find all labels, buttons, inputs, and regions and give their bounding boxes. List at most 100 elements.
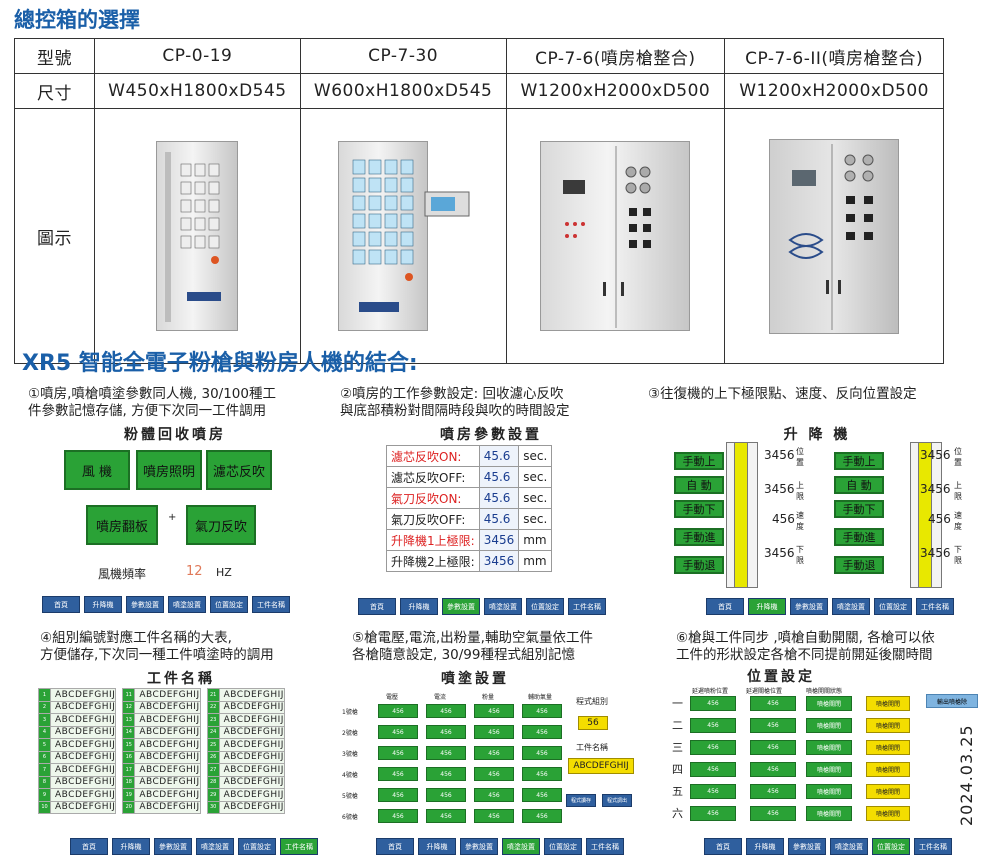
position-value-cell[interactable]: 456 — [690, 718, 736, 733]
spray-value-cell[interactable]: 456 — [378, 704, 418, 718]
nav-params[interactable]: 參數設置 — [154, 838, 192, 855]
nav-position[interactable]: 位置設定 — [872, 838, 910, 855]
booth-light-button[interactable]: 噴房照明 — [136, 450, 202, 490]
nav-spray[interactable]: 噴塗設置 — [484, 598, 522, 615]
nav-spray[interactable]: 噴塗設置 — [832, 598, 870, 615]
gun-status-cell[interactable]: 噴槍關閉 — [806, 784, 852, 799]
workpiece-name-cell[interactable]: ABCDEFGHIJ — [49, 800, 117, 814]
nav-spray[interactable]: 噴塗設置 — [830, 838, 868, 855]
workpiece-name-cell[interactable]: ABCDEFGHIJ — [218, 788, 285, 802]
workpiece-name-cell[interactable]: ABCDEFGHIJ — [49, 725, 117, 739]
workpiece-name-cell[interactable]: ABCDEFGHIJ — [134, 800, 201, 814]
nav-params[interactable]: 參數設置 — [442, 598, 480, 615]
workpiece-name-cell[interactable]: ABCDEFGHIJ — [134, 788, 201, 802]
workpiece-name-cell[interactable]: ABCDEFGHIJ — [49, 700, 117, 714]
manual-back-button[interactable]: 手動退 — [674, 556, 724, 574]
gun-status-cell[interactable]: 噴槍關閉 — [806, 718, 852, 733]
spray-value-cell[interactable]: 456 — [378, 767, 418, 781]
spray-value-cell[interactable]: 456 — [378, 788, 418, 802]
position-value-cell[interactable]: 456 — [690, 696, 736, 711]
nav-home[interactable]: 首頁 — [704, 838, 742, 855]
manual-down-button[interactable]: 手動下 — [674, 500, 724, 518]
fan-freq-value[interactable]: 12 — [186, 564, 203, 579]
nav-workpiece[interactable]: 工件名稱 — [280, 838, 318, 855]
workpiece-name-cell[interactable]: ABCDEFGHIJ — [134, 763, 201, 777]
gun-toggle-cell[interactable]: 噴槍開閉 — [866, 762, 910, 777]
nav-workpiece[interactable]: 工件名稱 — [252, 596, 290, 613]
manual-up-button[interactable]: 手動上 — [834, 452, 884, 470]
manual-forward-button[interactable]: 手動進 — [674, 528, 724, 546]
spray-value-cell[interactable]: 456 — [474, 746, 514, 760]
spray-value-cell[interactable]: 456 — [474, 788, 514, 802]
nav-position[interactable]: 位置設定 — [544, 838, 582, 855]
nav-lift[interactable]: 升降機 — [748, 598, 786, 615]
nav-spray[interactable]: 噴塗設置 — [502, 838, 540, 855]
param-value[interactable]: 45.6 — [478, 487, 520, 509]
param-value[interactable]: 45.6 — [478, 508, 520, 530]
nav-home[interactable]: 首頁 — [70, 838, 108, 855]
nav-lift[interactable]: 升降機 — [84, 596, 122, 613]
workpiece-name-cell[interactable]: ABCDEFGHIJ — [218, 700, 285, 714]
workpiece-name-cell[interactable]: ABCDEFGHIJ — [49, 788, 117, 802]
position-value-cell[interactable]: 456 — [690, 806, 736, 821]
program-save-button[interactable]: 程式讀存 — [566, 794, 596, 807]
param-value[interactable]: 3456 — [478, 529, 520, 551]
nav-lift[interactable]: 升降機 — [112, 838, 150, 855]
spray-value-cell[interactable]: 456 — [474, 725, 514, 739]
spray-value-cell[interactable]: 456 — [474, 809, 514, 823]
position-value-cell[interactable]: 456 — [750, 784, 796, 799]
nav-position[interactable]: 位置設定 — [526, 598, 564, 615]
workpiece-name-cell[interactable]: ABCDEFGHIJ — [134, 725, 201, 739]
nav-params[interactable]: 參數設置 — [126, 596, 164, 613]
lift-position-value[interactable]: 3456 — [764, 448, 795, 462]
filter-blowback-button[interactable]: 濾芯反吹 — [206, 450, 272, 490]
position-value-cell[interactable]: 456 — [690, 740, 736, 755]
manual-forward-button[interactable]: 手動進 — [834, 528, 884, 546]
workpiece-name-cell[interactable]: ABCDEFGHIJ — [134, 750, 201, 764]
manual-down-button[interactable]: 手動下 — [834, 500, 884, 518]
spray-value-cell[interactable]: 456 — [426, 746, 466, 760]
nav-lift[interactable]: 升降機 — [746, 838, 784, 855]
program-value[interactable]: 56 — [578, 716, 608, 730]
workpiece-name-cell[interactable]: ABCDEFGHIJ — [218, 763, 285, 777]
workpiece-name-cell[interactable]: ABCDEFGHIJ — [134, 713, 201, 727]
param-value[interactable]: 3456 — [478, 550, 520, 572]
workpiece-name-cell[interactable]: ABCDEFGHIJ — [134, 700, 201, 714]
lift-upper-value[interactable]: 3456 — [920, 482, 951, 496]
output-button[interactable]: 輸出噴槍除 — [926, 694, 978, 708]
workpiece-name-cell[interactable]: ABCDEFGHIJ — [218, 800, 285, 814]
spray-value-cell[interactable]: 456 — [378, 725, 418, 739]
workpiece-name-cell[interactable]: ABCDEFGHIJ — [49, 688, 117, 702]
lift-lower-value[interactable]: 3456 — [764, 546, 795, 560]
workpiece-name-cell[interactable]: ABCDEFGHIJ — [218, 738, 285, 752]
lift-speed-value[interactable]: 456 — [772, 512, 795, 526]
workpiece-name-cell[interactable]: ABCDEFGHIJ — [218, 688, 285, 702]
nav-home[interactable]: 首頁 — [42, 596, 80, 613]
position-value-cell[interactable]: 456 — [690, 784, 736, 799]
spray-value-cell[interactable]: 456 — [426, 767, 466, 781]
lift-position-value[interactable]: 3456 — [920, 448, 951, 462]
spray-value-cell[interactable]: 456 — [522, 809, 562, 823]
workpiece-name-cell[interactable]: ABCDEFGHIJ — [134, 775, 201, 789]
gun-status-cell[interactable]: 噴槍關閉 — [806, 740, 852, 755]
workpiece-name-cell[interactable]: ABCDEFGHIJ — [134, 688, 201, 702]
position-value-cell[interactable]: 456 — [750, 740, 796, 755]
spray-value-cell[interactable]: 456 — [378, 746, 418, 760]
spray-value-cell[interactable]: 456 — [426, 809, 466, 823]
param-value[interactable]: 45.6 — [478, 466, 520, 488]
spray-value-cell[interactable]: 456 — [522, 725, 562, 739]
workpiece-name-value[interactable]: ABCDEFGHIJ — [568, 758, 634, 774]
workpiece-name-cell[interactable]: ABCDEFGHIJ — [49, 713, 117, 727]
lift-lower-value[interactable]: 3456 — [920, 546, 951, 560]
nav-lift[interactable]: 升降機 — [418, 838, 456, 855]
fan-button[interactable]: 風 機 — [64, 450, 130, 490]
workpiece-name-cell[interactable]: ABCDEFGHIJ — [49, 738, 117, 752]
gun-status-cell[interactable]: 噴槍關閉 — [806, 762, 852, 777]
nav-workpiece[interactable]: 工件名稱 — [914, 838, 952, 855]
auto-button[interactable]: 自 動 — [834, 476, 884, 494]
nav-home[interactable]: 首頁 — [358, 598, 396, 615]
workpiece-name-cell[interactable]: ABCDEFGHIJ — [218, 725, 285, 739]
nav-spray[interactable]: 噴塗設置 — [196, 838, 234, 855]
gun-toggle-cell[interactable]: 噴槍開閉 — [866, 696, 910, 711]
nav-params[interactable]: 參數設置 — [460, 838, 498, 855]
